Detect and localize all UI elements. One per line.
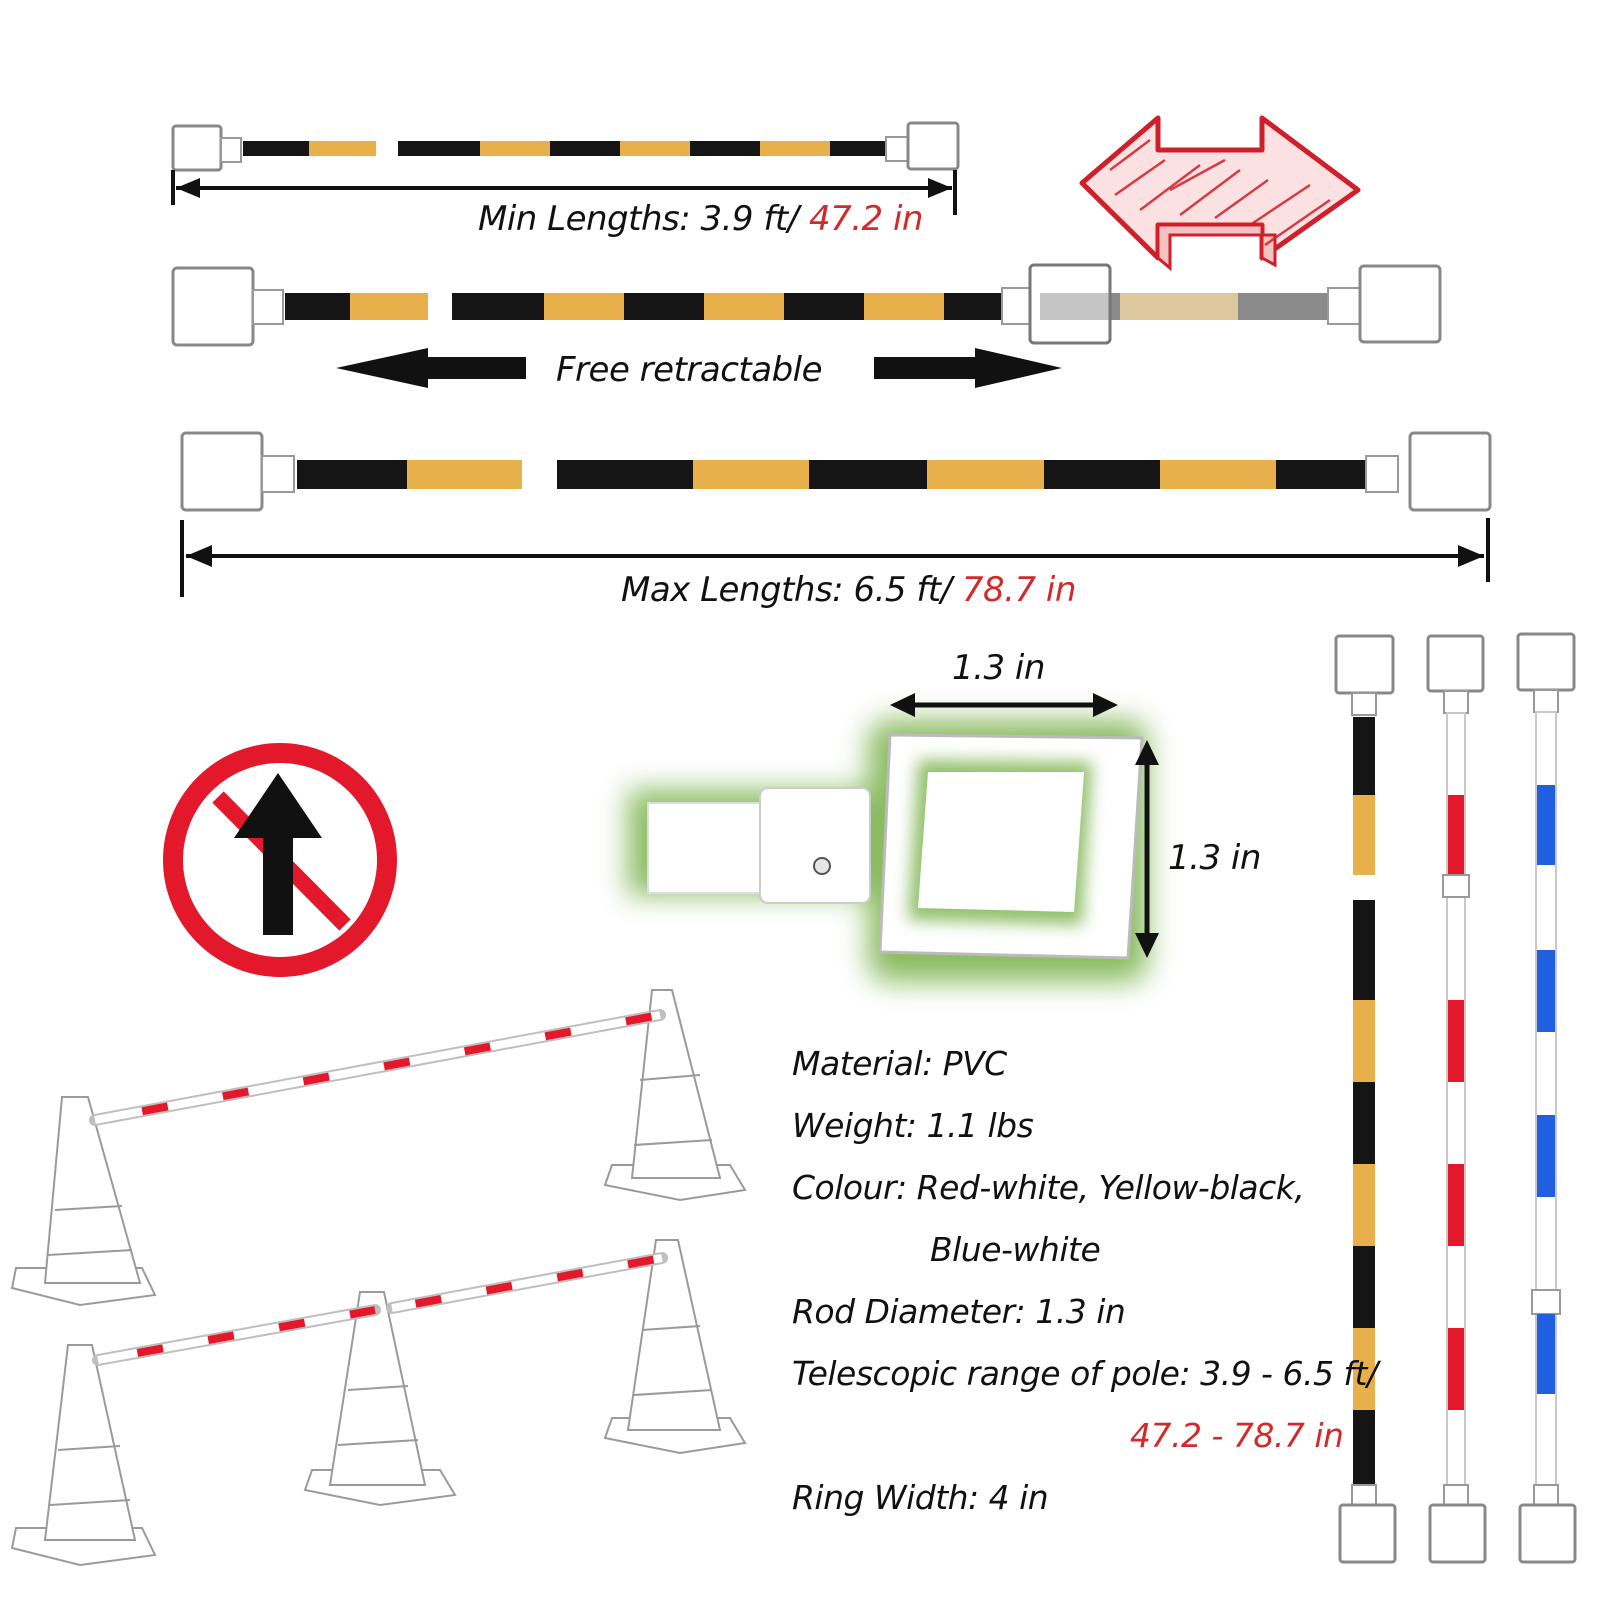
red-white-bar-front-right [386, 1252, 668, 1314]
max-length-text: Max Lengths: 6.5 ft/ [621, 570, 962, 610]
max-length-dimension-line [180, 518, 1490, 597]
ring-width-dimension-line [890, 693, 1118, 717]
spec-telescopic-range-inches: 47.2 - 78.7 in [1130, 1416, 1344, 1455]
ring-height-dimension-line [1135, 740, 1159, 958]
double-arrow-icon [1079, 115, 1361, 272]
spec-colour-line1: Colour: Red-white, Yellow-black, [792, 1168, 1305, 1207]
ring-closeup [628, 720, 1148, 982]
free-retractable-label: Free retractable [556, 350, 823, 390]
max-length-label: Max Lengths: 6.5 ft/ 78.7 in [621, 570, 1076, 610]
min-length-label: Min Lengths: 3.9 ft/ 47.2 in [478, 199, 923, 239]
ring-width-label: 1.3 in [952, 648, 1045, 688]
min-length-dimension-line [171, 170, 957, 215]
left-arrow-icon [336, 348, 526, 388]
traffic-cone-icon [10, 1344, 157, 1567]
traffic-cone-icon [603, 1239, 747, 1455]
spec-telescopic-range: Telescopic range of pole: 3.9 - 6.5 ft/ [792, 1354, 1378, 1393]
max-length-value: 78.7 in [961, 570, 1077, 610]
spec-ring-width: Ring Width: 4 in [792, 1478, 1049, 1517]
spec-weight: Weight: 1.1 lbs [792, 1106, 1034, 1145]
right-arrow-icon [874, 348, 1062, 388]
traffic-cone-icon [303, 1291, 457, 1507]
spec-material: Material: PVC [792, 1044, 1007, 1083]
spec-colour-line2: Blue-white [930, 1230, 1101, 1269]
min-length-text: Min Lengths: 3.9 ft/ [478, 199, 809, 239]
spec-rod-diameter: Rod Diameter: 1.3 in [792, 1292, 1126, 1331]
cone-barrier-illustration [10, 989, 747, 1567]
no-entry-sign-icon [163, 743, 397, 977]
ring-height-label: 1.3 in [1168, 838, 1261, 878]
traffic-cone-icon [603, 989, 747, 1202]
red-white-bar-back [89, 1009, 666, 1126]
pole-retractable [171, 263, 1442, 347]
red-white-bar-front-left [92, 1304, 381, 1366]
vertical-pole-blue-white [1516, 632, 1577, 1564]
min-length-value: 47.2 in [808, 199, 924, 239]
pole-min-length [171, 121, 960, 172]
traffic-cone-icon [10, 1096, 157, 1307]
vertical-pole-yellow-black [1334, 634, 1397, 1564]
pole-max-length [180, 431, 1492, 512]
vertical-pole-red-white [1426, 634, 1487, 1564]
